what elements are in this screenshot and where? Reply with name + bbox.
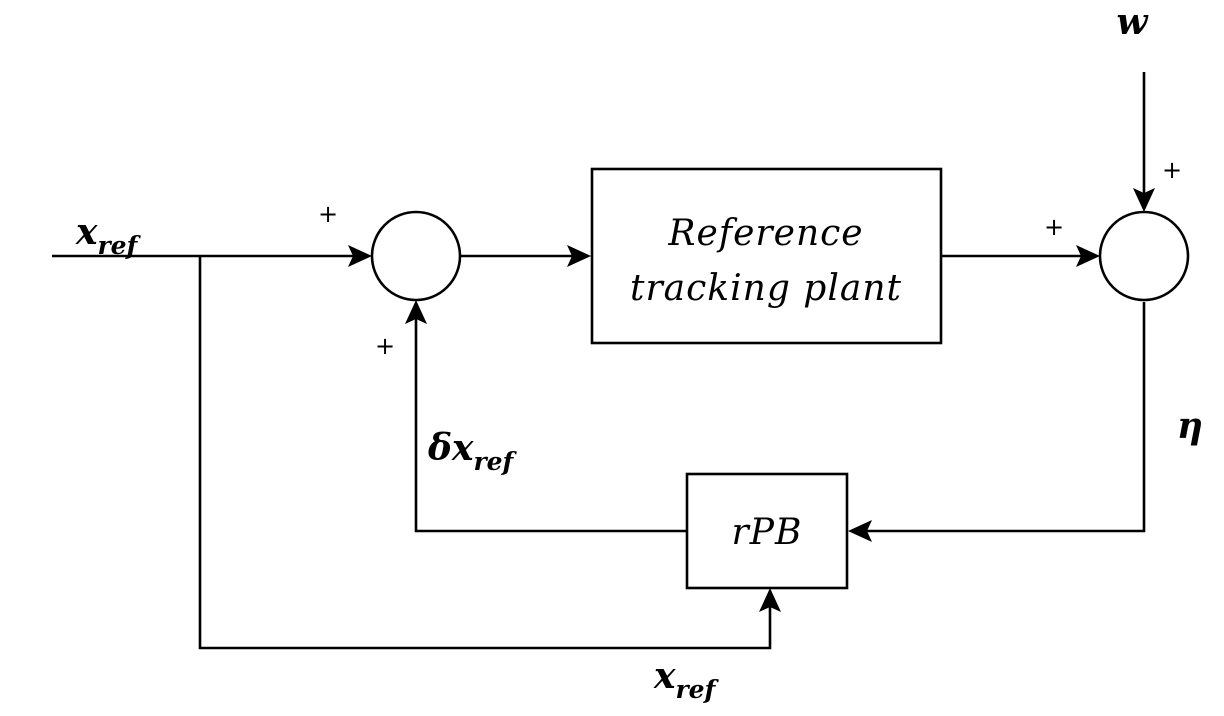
summing-junction-2 — [1098, 210, 1190, 302]
x-ref-bottom-label: xref — [653, 655, 720, 704]
x-ref-bottom-main: x — [653, 655, 676, 697]
delta-x-ref-label: δxref — [427, 427, 518, 476]
rpb-label: rPB — [732, 512, 803, 553]
arrowhead-into-sum2-top — [1133, 188, 1155, 212]
arrowhead-into-plant — [567, 245, 591, 267]
delta-x-ref-feedback-line — [414, 318, 686, 533]
summing-junction-1 — [370, 210, 462, 302]
w-label: w — [1117, 1, 1150, 43]
x-ref-bottom-sub: ref — [675, 675, 719, 704]
arrowhead-into-sum1-bottom — [405, 300, 427, 324]
delta-x-ref-main: δx — [427, 427, 474, 469]
sum2-top-sign: + — [1162, 156, 1182, 184]
plant-label-line2: tracking plant — [630, 268, 902, 309]
x-ref-input-sub: ref — [97, 231, 141, 260]
eta-feedback-line — [866, 302, 1146, 533]
x-ref-input-label: xref — [75, 211, 142, 260]
arrowhead-into-rpb-right — [848, 520, 872, 542]
sum1-bottom-sign: + — [375, 332, 395, 360]
rpb-block — [685, 472, 849, 590]
delta-x-ref-sub: ref — [473, 447, 517, 476]
x-ref-input-main: x — [75, 211, 98, 253]
arrowhead-into-sum1-left — [348, 245, 372, 267]
reference-tracking-plant-block — [590, 167, 943, 345]
x-ref-branch-line — [198, 256, 772, 650]
sum1-top-sign: + — [318, 200, 338, 228]
eta-label: η — [1177, 405, 1203, 447]
arrowhead-into-rpb-bottom — [759, 588, 781, 612]
sum2-left-sign: + — [1044, 213, 1064, 241]
plant-label-line1: Reference — [667, 213, 863, 254]
arrowhead-into-sum2-left — [1076, 245, 1100, 267]
